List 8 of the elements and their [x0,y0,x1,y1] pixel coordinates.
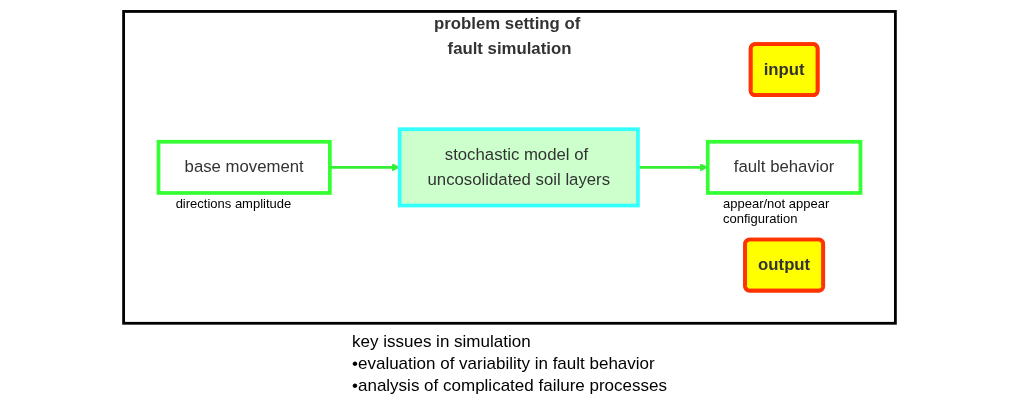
node-box: base movement [156,139,332,195]
note-text: •analysis of complicated failure processes [352,374,667,397]
node-box: fault behavior [705,139,863,195]
node-box: stochastic model of uncosolidated soil layers [397,127,640,208]
note-text: key issues in simulation [352,330,532,353]
note-text: •evaluation of variability in fault behavior [352,352,656,375]
node-caption: appear/not appear configuration [723,195,831,226]
node-caption: directions amplitude [175,195,293,211]
